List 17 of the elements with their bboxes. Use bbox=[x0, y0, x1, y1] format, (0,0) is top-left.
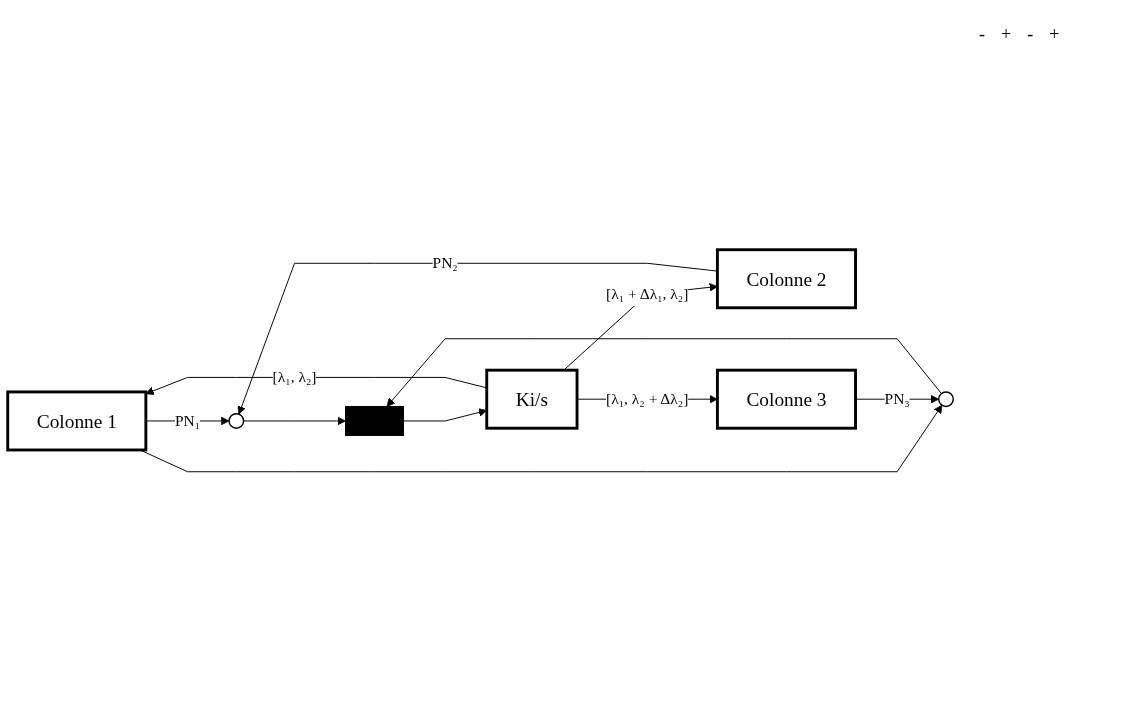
node-box: Colonne 2 bbox=[715, 248, 857, 309]
node-circle bbox=[228, 412, 245, 429]
sign-label: + bbox=[1001, 24, 1012, 45]
sign-label: - bbox=[1027, 24, 1034, 45]
node-box: Ki/s bbox=[485, 368, 579, 430]
node-bar bbox=[345, 405, 404, 436]
sign-label: + bbox=[1049, 24, 1060, 45]
node-circle bbox=[938, 390, 954, 407]
edge-label: [λ₁, λ₂] bbox=[272, 368, 317, 385]
edge-label: [λ₁, λ₂ + Δλ₂] bbox=[606, 390, 689, 407]
edge-label: PN₁ bbox=[174, 412, 201, 429]
node-box: Colonne 3 bbox=[715, 368, 857, 430]
sign-label: - bbox=[979, 24, 985, 45]
edge-label: PN₂ bbox=[432, 254, 458, 271]
edge-label: [λ₁ + Δλ₁, λ₂] bbox=[606, 285, 689, 302]
node-box: Colonne 1 bbox=[6, 390, 148, 452]
edge-label: PN₃ bbox=[884, 390, 910, 407]
